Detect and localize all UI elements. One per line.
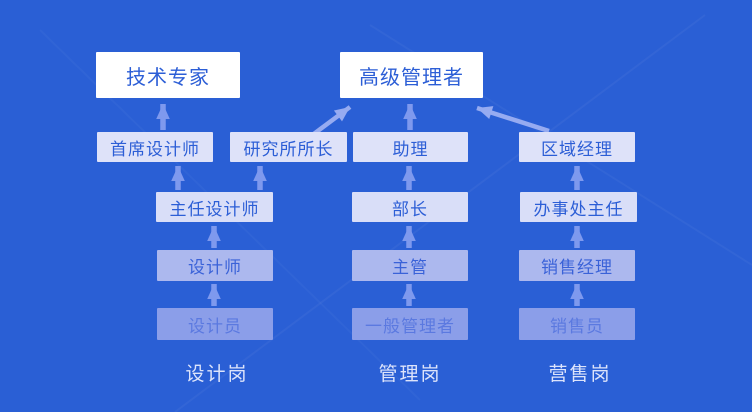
sales-track-label: 营售岗	[548, 364, 612, 385]
node-sales-manager: 销售经理	[519, 250, 635, 281]
node-designer: 设计师	[157, 250, 273, 281]
node-design-staff: 设计员	[157, 308, 273, 340]
edge-institute-director-to-senior-manager	[309, 105, 352, 138]
node-lead-designer: 主任设计师	[156, 192, 273, 222]
node-general-manager: 一般管理者	[352, 308, 468, 340]
node-supervisor: 主管	[352, 250, 468, 281]
node-office-director: 办事处主任	[520, 192, 637, 222]
node-regional-manager: 区域经理	[519, 132, 635, 162]
design-track-label: 设计岗	[185, 364, 249, 385]
edge-regional-manager-to-senior-manager	[476, 105, 550, 134]
node-chief-designer: 首席设计师	[97, 132, 213, 162]
node-assistant: 助理	[353, 132, 468, 162]
node-tech-expert: 技术专家	[96, 52, 240, 98]
node-senior-manager: 高级管理者	[340, 52, 483, 98]
node-minister: 部长	[352, 192, 468, 222]
management-track-label: 管理岗	[378, 364, 442, 385]
node-institute-director: 研究所所长	[230, 132, 347, 162]
node-salesperson: 销售员	[519, 308, 635, 340]
